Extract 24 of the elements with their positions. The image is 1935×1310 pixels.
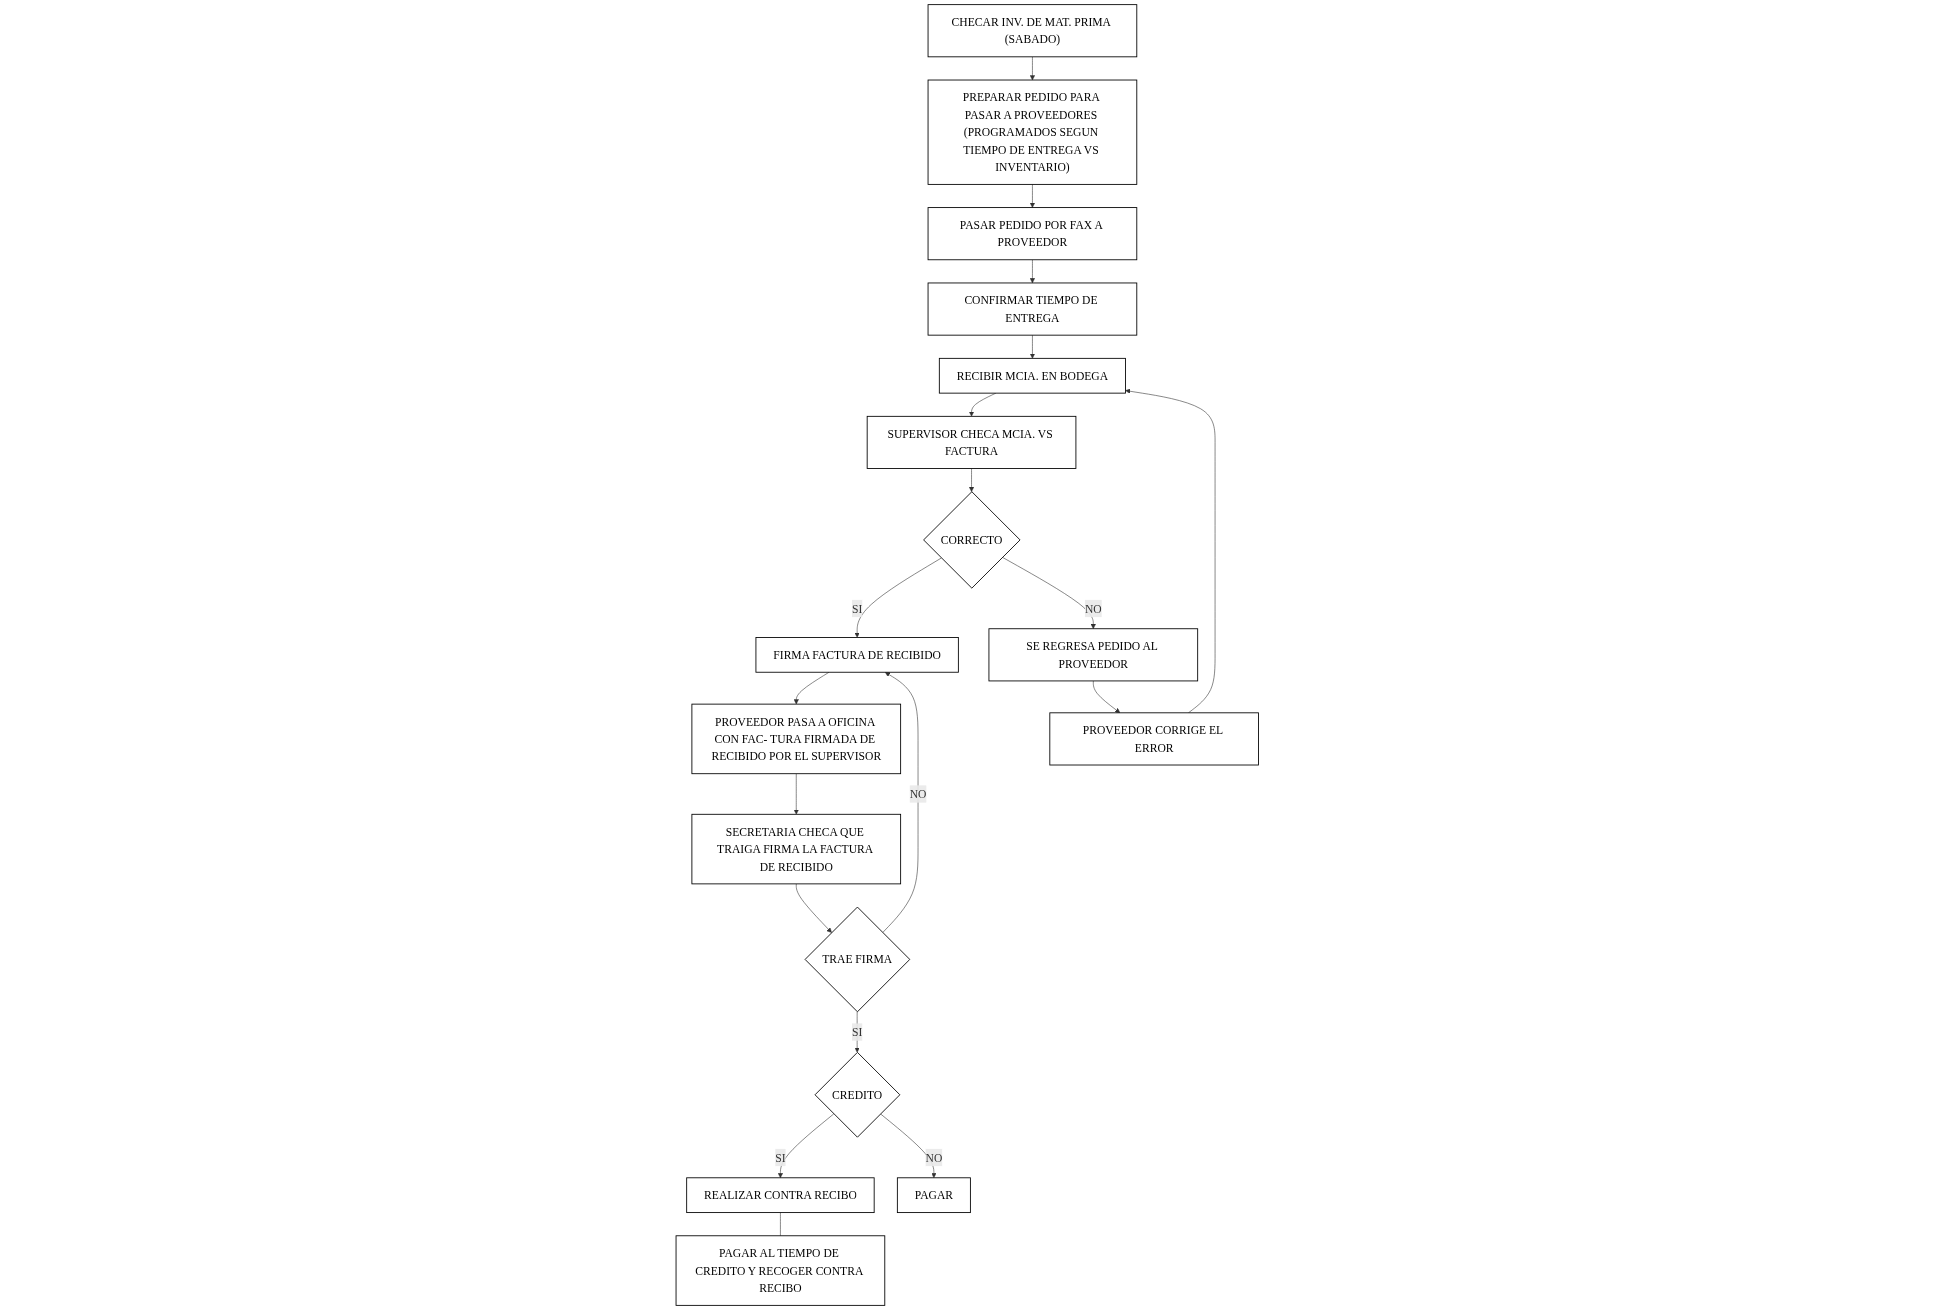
edge-label: SI bbox=[852, 1025, 863, 1039]
node-box: PASAR PEDIDO POR FAX A PROVEEDOR bbox=[927, 207, 1138, 261]
node-box: SUPERVISOR CHECA MCIA. VS FACTURA bbox=[866, 415, 1077, 469]
node-box: CONFIRMAR TIEMPO DE ENTREGA bbox=[927, 282, 1138, 336]
node-box: PROVEEDOR CORRIGE EL ERROR bbox=[1049, 712, 1260, 766]
edge-label: NO bbox=[1085, 602, 1102, 615]
edge-label: SI bbox=[852, 602, 863, 615]
node-diamond: TRAE FIRMA bbox=[804, 906, 911, 1013]
node-diamond: CREDITO bbox=[814, 1051, 901, 1138]
edge-label: SI bbox=[775, 1151, 786, 1164]
node-box: PAGAR bbox=[897, 1177, 972, 1214]
node-box: PROVEEDOR PASA A OFICINA CON FAC- TURA FIRMADA DE RECIBIDO POR EL SUPERVISOR bbox=[691, 703, 902, 775]
node-box: SECRETARIA CHECA QUE TRAIGA FIRMA LA FACTURA DE RECIBIDO bbox=[691, 813, 902, 885]
node-box: PAGAR AL TIEMPO DE CREDITO Y RECOGER CONTRA RECIBO bbox=[675, 1235, 886, 1306]
node-box: FIRMA FACTURA DE RECIBIDO bbox=[755, 637, 959, 673]
node-box: CHECAR INV. DE MAT. PRIMA (SABADO) bbox=[927, 4, 1138, 58]
connector bbox=[780, 1212, 781, 1237]
node-box: REALIZAR CONTRA RECIBO bbox=[686, 1177, 875, 1214]
node-box: SE REGRESA PEDIDO AL PROVEEDOR bbox=[988, 628, 1199, 682]
edge-label: NO bbox=[909, 787, 927, 801]
node-box: RECIBIR MCIA. EN BODEGA bbox=[939, 357, 1127, 394]
node-box: PREPARAR PEDIDO PARA PASAR A PROVEEDORES (PROGRAMADOS SEGUN TIEMPO DE ENTREGA VS INVENTARIO) bbox=[927, 79, 1138, 185]
edge-label: NO bbox=[925, 1151, 943, 1164]
node-diamond: CORRECTO bbox=[923, 491, 1021, 589]
